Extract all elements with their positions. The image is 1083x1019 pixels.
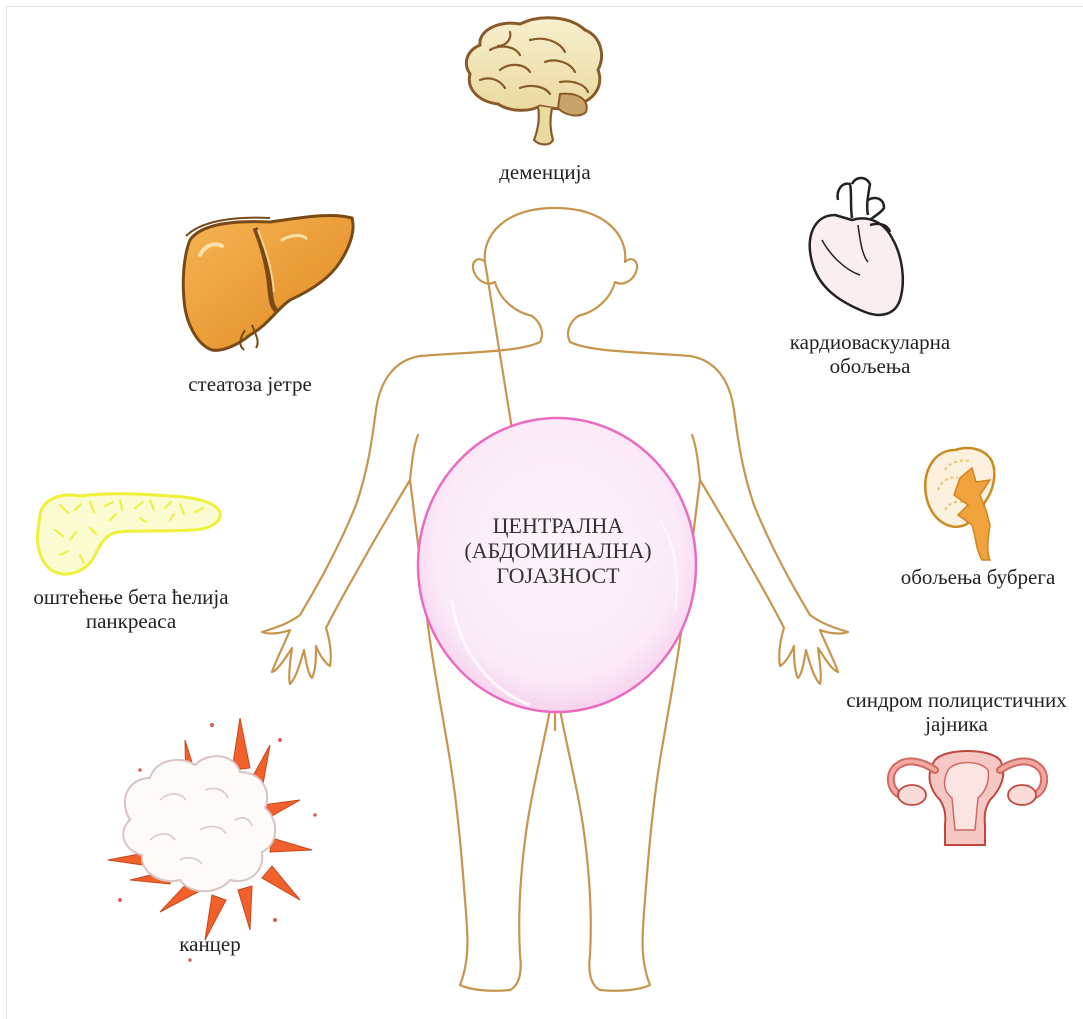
kidney-icon — [925, 448, 994, 560]
label-pancreas: оштећење бета ћелија панкреаса — [6, 585, 256, 633]
uterus-icon — [891, 751, 1044, 845]
label-cancer: канцер — [140, 932, 280, 956]
central-obesity-text: ЦЕНТРАЛНА (АБДОМИНАЛНА) ГОЈАЗНОСТ — [428, 513, 688, 588]
label-dementia: деменција — [470, 160, 620, 184]
label-cardiovascular: кардиоваскуларна обољења — [760, 330, 980, 378]
label-liver-steatosis: стеатоза јетре — [150, 372, 350, 396]
heart-icon — [810, 178, 903, 315]
liver-icon — [183, 215, 353, 350]
pancreas-icon — [38, 494, 221, 574]
label-pcos: синдром полицистичних јајника — [830, 688, 1083, 736]
label-kidney: обољења бубрега — [878, 565, 1078, 589]
brain-icon — [466, 18, 601, 145]
cancer-burst-icon — [108, 718, 317, 962]
